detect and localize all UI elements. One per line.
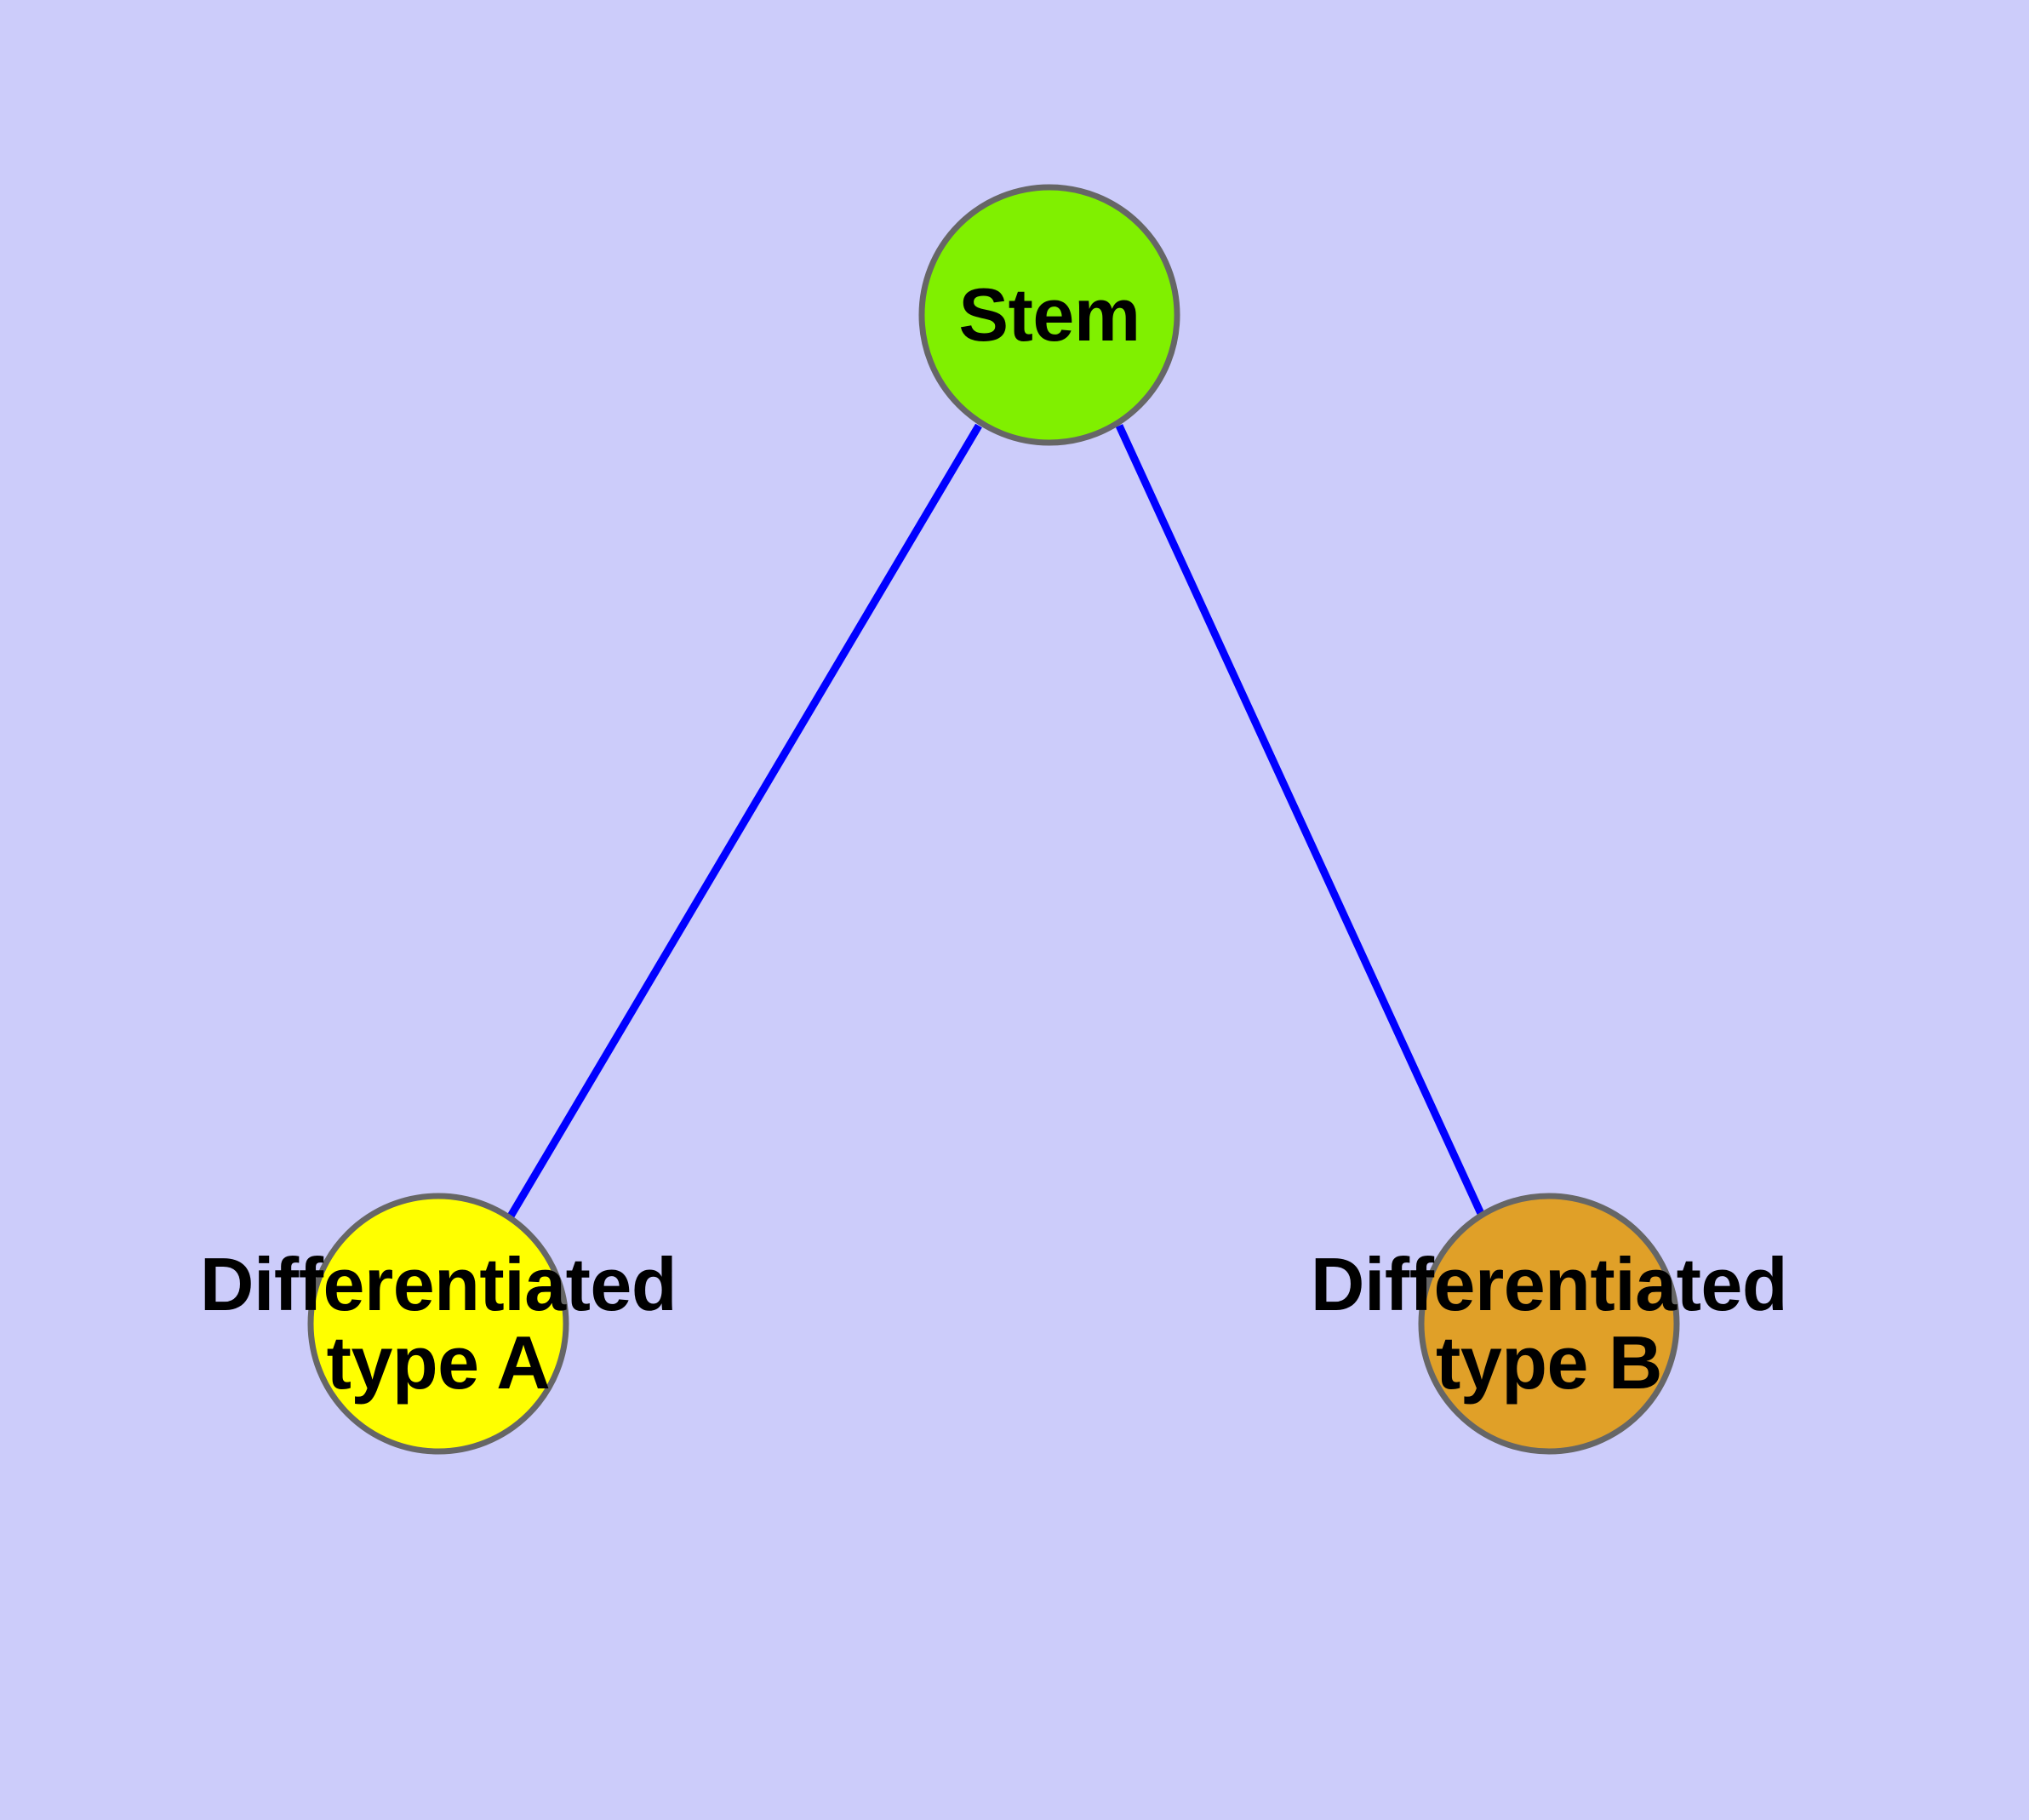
- graph-node-diff-b[interactable]: [1418, 1193, 1680, 1455]
- graph-edge: [506, 423, 982, 1222]
- graph-node-stem[interactable]: [918, 184, 1180, 446]
- graph-node-diff-a[interactable]: [307, 1193, 569, 1455]
- nodes-layer: [307, 184, 1680, 1455]
- graph-edge: [1115, 424, 1487, 1219]
- edges-layer: [506, 423, 1487, 1222]
